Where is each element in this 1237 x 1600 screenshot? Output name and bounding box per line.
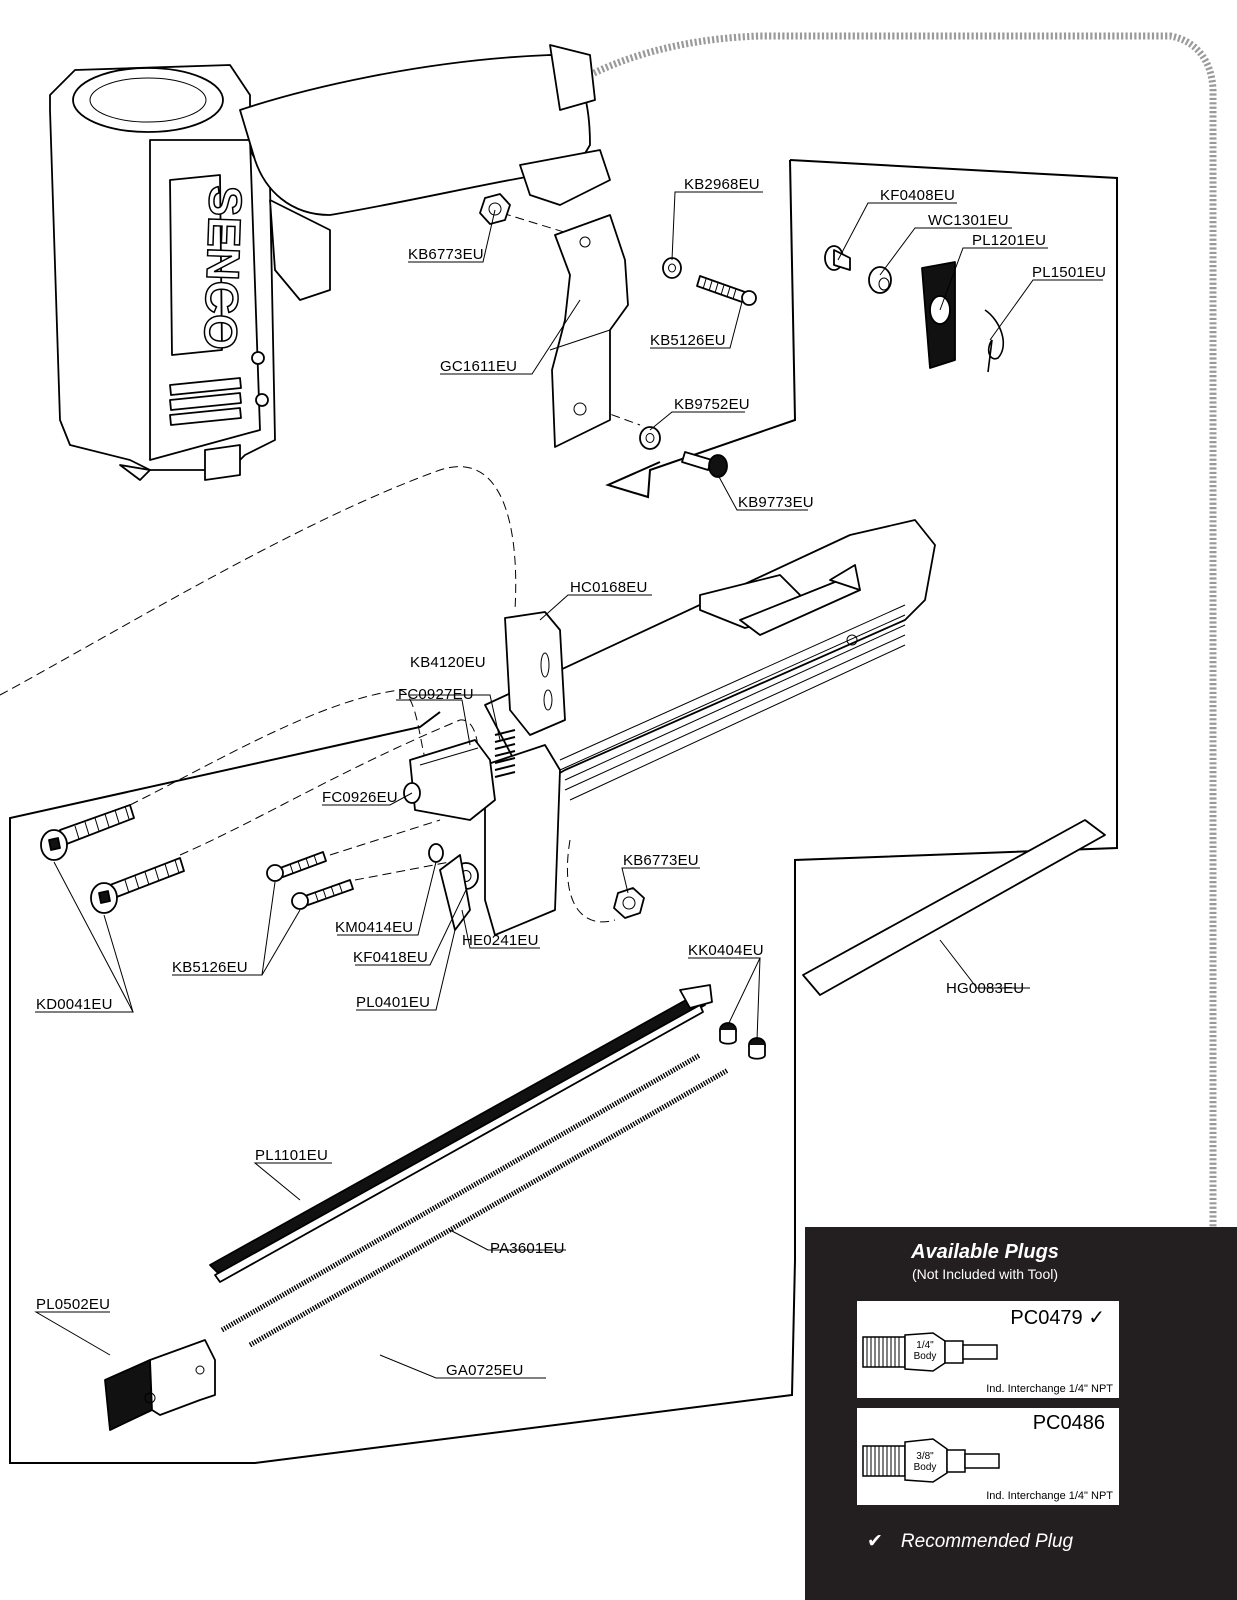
label-kf0418eu: KF0418EU (353, 949, 428, 966)
nut-kb6773eu-upper (479, 193, 511, 225)
alignment-dashed-2 (129, 689, 431, 806)
senco-logo: SENCO (169, 174, 253, 356)
label-hc0168eu: HC0168EU (570, 579, 647, 596)
plugs-subtitle: (Not Included with Tool) (911, 1266, 1059, 1282)
plug-code: PC0486 (1032, 1412, 1105, 1434)
label-kd0041eu: KD0041EU (36, 996, 113, 1013)
screw-kb5126eu-lower-1 (266, 851, 327, 882)
label-pl1101eu: PL1101EU (255, 1147, 328, 1164)
label-fc0926eu: FC0926EU (322, 789, 398, 806)
screw-kd0041eu-1 (40, 804, 135, 861)
washer-kb2968eu (662, 257, 682, 279)
plug-body-word: Body (913, 1351, 937, 1362)
caps-kk0404eu (719, 1022, 766, 1060)
alignment-dashed-1 (0, 466, 517, 696)
pin-km0414eu (428, 843, 444, 863)
nut-kb6773eu-lower (613, 887, 645, 919)
svg-text:SENCO: SENCO (194, 185, 252, 351)
leader-lines (34, 191, 1103, 1379)
plug-note: Ind. Interchange 1/4" NPT (986, 1383, 1113, 1395)
label-kb9752eu: KB9752EU (674, 396, 750, 413)
latch-hc0168eu (504, 611, 566, 736)
alignment-dashed-3 (179, 719, 481, 856)
spring-pl1501eu (984, 309, 1004, 373)
label-gc1611eu: GC1611EU (440, 358, 517, 375)
washer-wc1301eu (868, 266, 892, 294)
latch-pl1201eu (921, 261, 956, 369)
bracket-pl0502eu (104, 1339, 216, 1431)
label-wc1301eu: WC1301EU (928, 212, 1009, 229)
plug-body-size: 3/8" (916, 1451, 934, 1462)
plugs-title: Available Plugs (911, 1241, 1059, 1263)
alignment-dashed-6 (566, 839, 616, 923)
recommended-label: Recommended Plug (900, 1531, 1074, 1552)
plug-icon (862, 1438, 1000, 1483)
nosepiece-fc0927eu (409, 739, 496, 821)
air-line-dotted-path (588, 32, 1217, 1416)
label-pl1201eu: PL1201EU (972, 232, 1046, 249)
screw-kd0041eu-2 (90, 857, 185, 914)
screw-kb5126eu-lower-2 (291, 879, 354, 910)
label-hg0083eu: HG0083EU (946, 980, 1024, 997)
pusher-pl1101eu (209, 984, 713, 1283)
label-kb9773eu: KB9773EU (738, 494, 814, 511)
alignment-dashed-8 (584, 404, 641, 426)
label-km0414eu: KM0414EU (335, 919, 413, 936)
screw-kb5126eu-upper (696, 275, 757, 306)
plug-body-word: Body (913, 1462, 937, 1473)
label-kb5126eu-upper: KB5126EU (650, 332, 726, 349)
label-kb6773eu-upper: KB6773EU (408, 246, 484, 263)
housing-body: SENCO (49, 44, 611, 481)
strip-hg0083eu (802, 819, 1106, 996)
label-kf0408eu: KF0408EU (880, 187, 955, 204)
washer-kb9752eu (639, 426, 661, 450)
plug-code: PC0479 ✓ (1010, 1307, 1105, 1329)
available-plugs-panel: Available Plugs (Not Included with Tool)… (805, 1227, 1237, 1600)
alignment-dashed-5 (354, 859, 461, 881)
bracket-gc1611eu (549, 214, 629, 448)
label-ga0725eu: GA0725EU (446, 1362, 523, 1379)
alignment-dashed-4 (329, 819, 441, 856)
check-icon: ✔ (867, 1531, 883, 1552)
recommended-legend: ✔ Recommended Plug (867, 1530, 1073, 1553)
label-kb2968eu: KB2968EU (684, 176, 760, 193)
spring-kb4120eu (494, 729, 516, 778)
label-kb6773eu-lower: KB6773EU (623, 852, 699, 869)
label-kk0404eu: KK0404EU (688, 942, 764, 959)
springs-pa3601eu (220, 1052, 730, 1348)
plug-icon (862, 1332, 998, 1372)
bracket-group-boundary (605, 159, 797, 499)
label-pl1501eu: PL1501EU (1032, 264, 1106, 281)
pin-kf0408eu (824, 245, 851, 271)
plug-card-pc0479: PC0479 ✓ 1/4" Body Ind. Interchange 1/4"… (857, 1301, 1119, 1398)
screw-kb9773eu (681, 451, 728, 478)
upper-group-boundary (9, 159, 1118, 1464)
plug-card-pc0486: PC0486 3/8" Body Ind. Interchange 1/4" N… (857, 1408, 1119, 1505)
label-fc0927eu: FC0927EU (398, 686, 474, 703)
label-kb4120eu: KB4120EU (410, 654, 486, 671)
label-pl0502eu: PL0502EU (36, 1296, 110, 1313)
plug-body-size: 1/4" (916, 1340, 934, 1351)
plug-note: Ind. Interchange 1/4" NPT (986, 1490, 1113, 1502)
label-pl0401eu: PL0401EU (356, 994, 430, 1011)
label-pa3601eu: PA3601EU (490, 1240, 565, 1257)
magazine-assembly (484, 519, 936, 936)
label-kb5126eu-lower: KB5126EU (172, 959, 248, 976)
label-he0241eu: HE0241EU (462, 932, 539, 949)
